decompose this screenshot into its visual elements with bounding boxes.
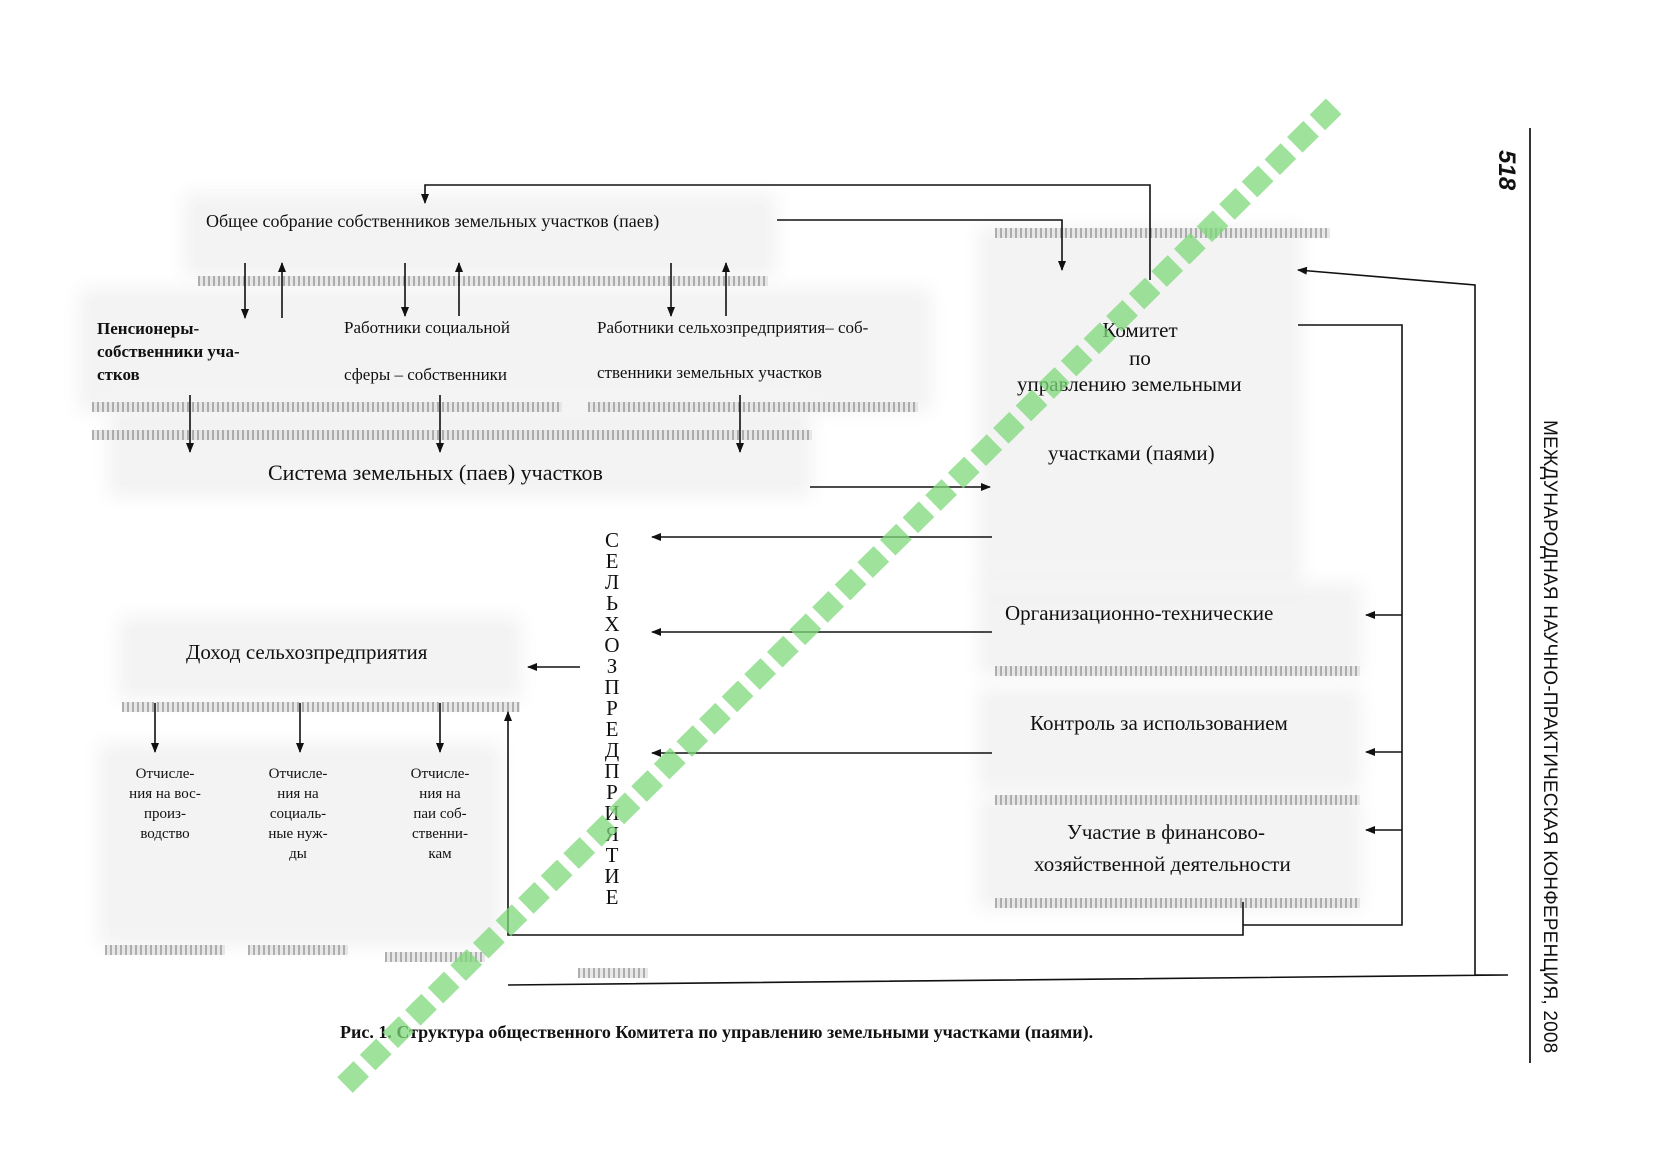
hatch-financial [995, 898, 1360, 908]
financial-box-bg [990, 808, 1350, 898]
financial-participation-line1: Участие в финансово- [1067, 820, 1265, 844]
figure-caption: Рис. 1. Структура общественного Комитета… [340, 1022, 1094, 1042]
financial-participation-line2: хозяйственной деятельности [1034, 852, 1291, 876]
income-label: Доход сельхозпредприятия [186, 640, 428, 664]
arrow-outer-loop-to-committee [507, 266, 1509, 986]
general-meeting-box-bg [195, 205, 765, 267]
arrow-meeting-to-committee [777, 219, 1066, 271]
enterprise-vertical-letter: Х [604, 612, 620, 636]
enterprise-vertical-letter: И [604, 801, 620, 825]
committee-line1: Комитет [1102, 318, 1178, 342]
hatch-income [122, 702, 520, 712]
enterprise-vertical-letter: Ь [605, 591, 619, 615]
deduction-shares-line5: кам [428, 846, 452, 862]
conference-title: МЕЖДУНАРОДНАЯ НАУЧНО-ПРАКТИЧЕСКАЯ КОНФЕР… [1539, 420, 1560, 1054]
enterprise-vertical-letter: С [604, 528, 619, 552]
bracket-committee-right [1243, 324, 1403, 926]
org-technical-label: Организационно-технические [1005, 601, 1274, 625]
enterprise-vertical-letter: Д [604, 738, 620, 762]
deduction-shares-line3: паи соб- [413, 806, 467, 822]
enterprise-vertical-letter: Е [605, 717, 619, 741]
deduction-reproduction: Отчисле- ния на вос- произ- водство [110, 764, 220, 844]
farm-workers-label-line1: Работники сельхозпредприятия– соб- [597, 318, 869, 337]
hatch-deduction-2 [248, 945, 348, 955]
enterprise-vertical-letter: Т [605, 843, 619, 867]
enterprise-vertical-letter: З [606, 654, 618, 678]
enterprise-vertical-letter: Е [605, 549, 619, 573]
hatch-deduction-1 [105, 945, 225, 955]
deduction-social-line2: ния на [277, 786, 319, 802]
enterprise-vertical-letter: Р [606, 780, 618, 804]
pensioners-label-line2: собственники уча- [97, 342, 240, 361]
committee-line3: управлению земельными [1017, 372, 1242, 396]
enterprise-vertical-letter: И [604, 864, 620, 888]
deduction-reproduction-line4: водство [140, 826, 190, 842]
hatch-general-meeting [198, 276, 768, 286]
hatch-committee-top [995, 228, 1330, 238]
farm-workers-label-line2: ственники земельных участков [597, 363, 822, 382]
general-meeting-label: Общее собрание собственников земельных у… [206, 211, 660, 231]
enterprise-vertical-letter: Е [605, 885, 619, 909]
enterprise-vertical-letter: Р [606, 696, 618, 720]
enterprise-vertical-letter: П [604, 759, 620, 783]
arrow-committee-to-meeting [421, 184, 1151, 280]
arrow-feedback-to-income [504, 711, 1244, 936]
hatch-deduction-3 [385, 952, 485, 962]
social-workers-label-line1: Работники социальной [344, 318, 511, 337]
pensioners-label-line1: Пенсионеры- [97, 319, 200, 338]
header-rule [1529, 128, 1531, 1063]
pensioners-label-line3: стков [97, 365, 140, 384]
income-box-bg [130, 628, 510, 688]
usage-control-box-bg [990, 700, 1350, 780]
usage-control-label: Контроль за использованием [1030, 711, 1288, 735]
land-system-label: Система земельных (паев) участков [268, 460, 603, 485]
deduction-social-line3: социаль- [269, 806, 327, 822]
social-workers-label-line2: сферы – собственники [344, 365, 508, 384]
deduction-reproduction-line3: произ- [144, 806, 186, 822]
deduction-shares-line1: Отчисле- [410, 766, 470, 782]
deduction-social: Отчисле- ния на социаль- ные нуж- ды [248, 764, 348, 864]
owners-groups-box-bg [90, 300, 920, 400]
deduction-shares-line4: ственни- [412, 826, 468, 842]
enterprise-vertical-letter: О [604, 633, 620, 657]
hatch-org-technical [995, 666, 1360, 676]
deduction-shares-line2: ния на [419, 786, 461, 802]
deduction-social-line5: ды [289, 846, 307, 862]
deduction-reproduction-line1: Отчисле- [135, 766, 195, 782]
hatch-land-system [92, 430, 812, 440]
enterprise-vertical-letter: Л [604, 570, 620, 594]
committee-line2: по [1129, 346, 1151, 370]
deductions-box-bg [110, 755, 490, 935]
deduction-social-line1: Отчисле- [268, 766, 328, 782]
hatch-enterprise-bottom [578, 968, 648, 978]
enterprise-vertical-letter: П [604, 675, 620, 699]
hatch-owners-left [92, 402, 562, 412]
enterprise-vertical-letter: Я [604, 822, 619, 846]
hatch-owners-right [588, 402, 918, 412]
deduction-shares: Отчисле- ния на паи соб- ственни- кам [390, 764, 490, 864]
page-number: 518 [1493, 150, 1520, 191]
deduction-social-line4: ные нуж- [268, 826, 328, 842]
deduction-reproduction-line2: ния на вос- [129, 786, 201, 802]
org-technical-box-bg [990, 595, 1350, 665]
hatch-usage-control [995, 795, 1360, 805]
committee-line4: участками (паями) [1048, 441, 1215, 465]
